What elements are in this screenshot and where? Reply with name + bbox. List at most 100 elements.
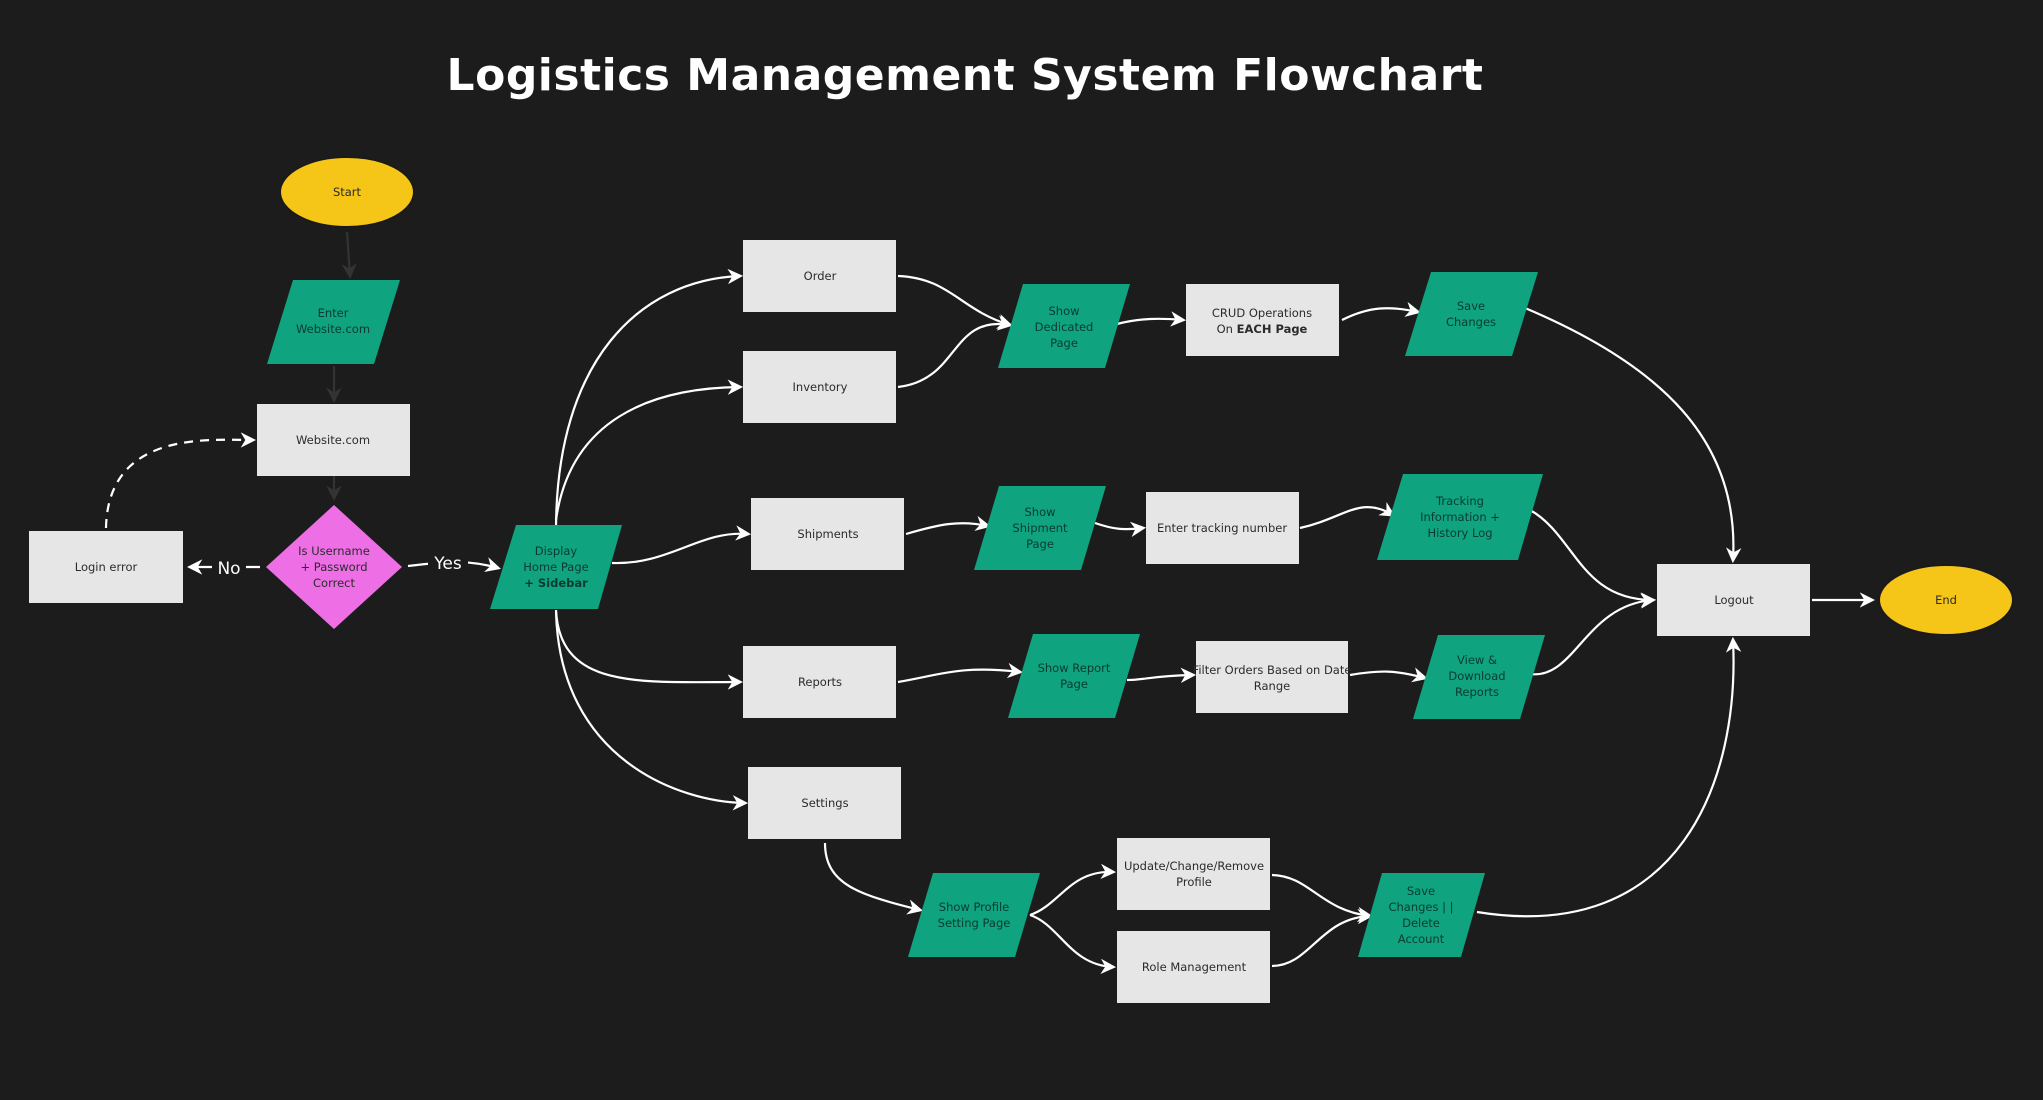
edge-home-to-reports: [554, 609, 744, 690]
node-order-label: Order: [804, 269, 837, 283]
edge-start-to-enter: [341, 231, 357, 280]
node-display-home-line3: + Sidebar: [524, 576, 588, 590]
node-crud[interactable]: CRUD Operations On EACH Page: [1186, 284, 1339, 356]
edge-showreport-to-filter: [1126, 667, 1197, 683]
node-crud-line2-prefix: On: [1217, 322, 1237, 336]
node-show-report-line1: Show Report: [1038, 661, 1111, 675]
node-enter-tracking-label: Enter tracking number: [1157, 521, 1287, 535]
node-reports[interactable]: Reports: [743, 646, 896, 718]
page-title: Logistics Management System Flowchart: [446, 50, 1484, 101]
edge-tracking-to-trackinginfo: [1299, 502, 1396, 530]
node-save-changes-line1: Save: [1457, 299, 1485, 313]
node-save-delete-line2: Changes | |: [1388, 900, 1453, 914]
edge-save-to-logout: [1524, 306, 1742, 564]
node-crud-line2: On EACH Page: [1217, 322, 1308, 336]
node-website[interactable]: Website.com: [257, 404, 410, 476]
node-order[interactable]: Order: [743, 240, 896, 312]
node-tracking-info-line1: Tracking: [1435, 494, 1484, 508]
node-view-download-line2: Download: [1448, 669, 1505, 683]
node-decision[interactable]: Is Username + Password Correct: [266, 505, 402, 629]
edge-label-yes-bg: [428, 552, 468, 574]
node-login-error[interactable]: Login error: [29, 531, 183, 603]
node-save-changes-line2: Changes: [1446, 315, 1496, 329]
node-website-label: Website.com: [296, 433, 370, 447]
node-save-delete-line4: Account: [1398, 932, 1445, 946]
node-show-profile-line1: Show Profile: [939, 900, 1009, 914]
edge-login-error-retry: [104, 432, 257, 529]
edge-view-to-logout: [1529, 593, 1657, 676]
edge-savedelete-to-logout: [1476, 636, 1742, 918]
edge-showprofile-to-role: [1029, 913, 1117, 975]
edge-update-to-savedelete: [1271, 873, 1374, 923]
edge-label-no: No: [217, 559, 240, 579]
edge-shipments-to-showshipment: [905, 515, 992, 536]
edge-crud-to-save: [1341, 301, 1422, 321]
node-show-report-line2: Page: [1060, 677, 1088, 691]
node-role-management-label: Role Management: [1142, 960, 1247, 974]
node-crud-line1: CRUD Operations: [1212, 306, 1312, 320]
node-show-shipment-line3: Page: [1026, 537, 1054, 551]
node-update-profile-line2: Profile: [1176, 875, 1212, 889]
node-update-profile-line1: Update/Change/Remove: [1124, 859, 1264, 873]
node-save-delete-line3: Delete: [1402, 916, 1440, 930]
edge-home-to-inventory: [554, 379, 744, 521]
node-end-label: End: [1935, 593, 1957, 607]
node-show-profile[interactable]: Show Profile Setting Page: [908, 873, 1040, 957]
edge-showshipment-to-tracking: [1094, 521, 1147, 538]
node-view-download-line3: Reports: [1455, 685, 1499, 699]
node-logout[interactable]: Logout: [1657, 564, 1810, 636]
node-show-shipment[interactable]: Show Shipment Page: [974, 486, 1106, 570]
node-settings[interactable]: Settings: [748, 767, 901, 839]
node-show-dedicated-line3: Page: [1050, 336, 1078, 350]
node-view-download-line1: View &: [1457, 653, 1497, 667]
node-save-delete[interactable]: Save Changes | | Delete Account: [1358, 873, 1485, 957]
node-role-management[interactable]: Role Management: [1117, 931, 1270, 1003]
node-start-label: Start: [333, 185, 362, 199]
node-inventory-label: Inventory: [793, 380, 848, 394]
node-display-home[interactable]: Display Home Page + Sidebar: [490, 525, 622, 609]
edge-dedicated-to-crud: [1116, 311, 1187, 327]
node-show-profile-line2: Setting Page: [938, 916, 1011, 930]
node-settings-label: Settings: [801, 796, 848, 810]
node-enter-website-line1: Enter: [318, 306, 349, 320]
node-display-home-line1: Display: [535, 544, 578, 558]
node-show-report[interactable]: Show Report Page: [1008, 634, 1140, 718]
edge-home-to-order: [554, 268, 744, 531]
node-crud-line2-bold: EACH Page: [1237, 322, 1308, 336]
node-save-changes[interactable]: Save Changes: [1405, 272, 1538, 356]
node-shipments[interactable]: Shipments: [751, 498, 904, 570]
node-logout-label: Logout: [1714, 593, 1754, 607]
node-view-download[interactable]: View & Download Reports: [1413, 635, 1545, 719]
node-show-dedicated[interactable]: Show Dedicated Page: [998, 284, 1130, 368]
node-login-error-label: Login error: [75, 560, 138, 574]
edge-label-no-bg: [212, 556, 246, 578]
node-start[interactable]: Start: [279, 156, 415, 228]
node-update-profile[interactable]: Update/Change/Remove Profile: [1117, 838, 1270, 910]
node-show-dedicated-line2: Dedicated: [1035, 320, 1094, 334]
node-shipments-label: Shipments: [797, 527, 858, 541]
edge-settings-to-showprofile: [823, 842, 923, 915]
edge-filter-to-view: [1349, 667, 1428, 683]
node-filter-orders[interactable]: Filter Orders Based on Date Range: [1193, 641, 1352, 713]
node-enter-website[interactable]: Enter Website.com: [267, 280, 400, 364]
node-display-home-line2: Home Page: [523, 560, 588, 574]
node-tracking-info[interactable]: Tracking Information + History Log: [1377, 474, 1543, 560]
edge-role-to-savedelete: [1271, 908, 1374, 968]
node-inventory[interactable]: Inventory: [743, 351, 896, 423]
edge-label-yes: Yes: [433, 554, 462, 574]
node-decision-line3: Correct: [313, 576, 355, 590]
edge-reports-to-showreport: [897, 662, 1024, 684]
node-enter-website-line2: Website.com: [296, 322, 370, 336]
node-filter-orders-line1: Filter Orders Based on Date: [1193, 663, 1352, 677]
node-tracking-info-line2: Information +: [1420, 510, 1500, 524]
node-tracking-info-line3: History Log: [1427, 526, 1492, 540]
edge-home-to-settings: [554, 611, 749, 811]
node-show-dedicated-line1: Show: [1048, 304, 1079, 318]
edge-order-to-dedicated: [897, 274, 1013, 329]
node-end[interactable]: End: [1878, 564, 2014, 636]
node-enter-tracking[interactable]: Enter tracking number: [1146, 492, 1299, 564]
node-save-delete-line1: Save: [1407, 884, 1435, 898]
edge-showprofile-to-update: [1029, 863, 1117, 917]
node-show-shipment-line1: Show: [1024, 505, 1055, 519]
